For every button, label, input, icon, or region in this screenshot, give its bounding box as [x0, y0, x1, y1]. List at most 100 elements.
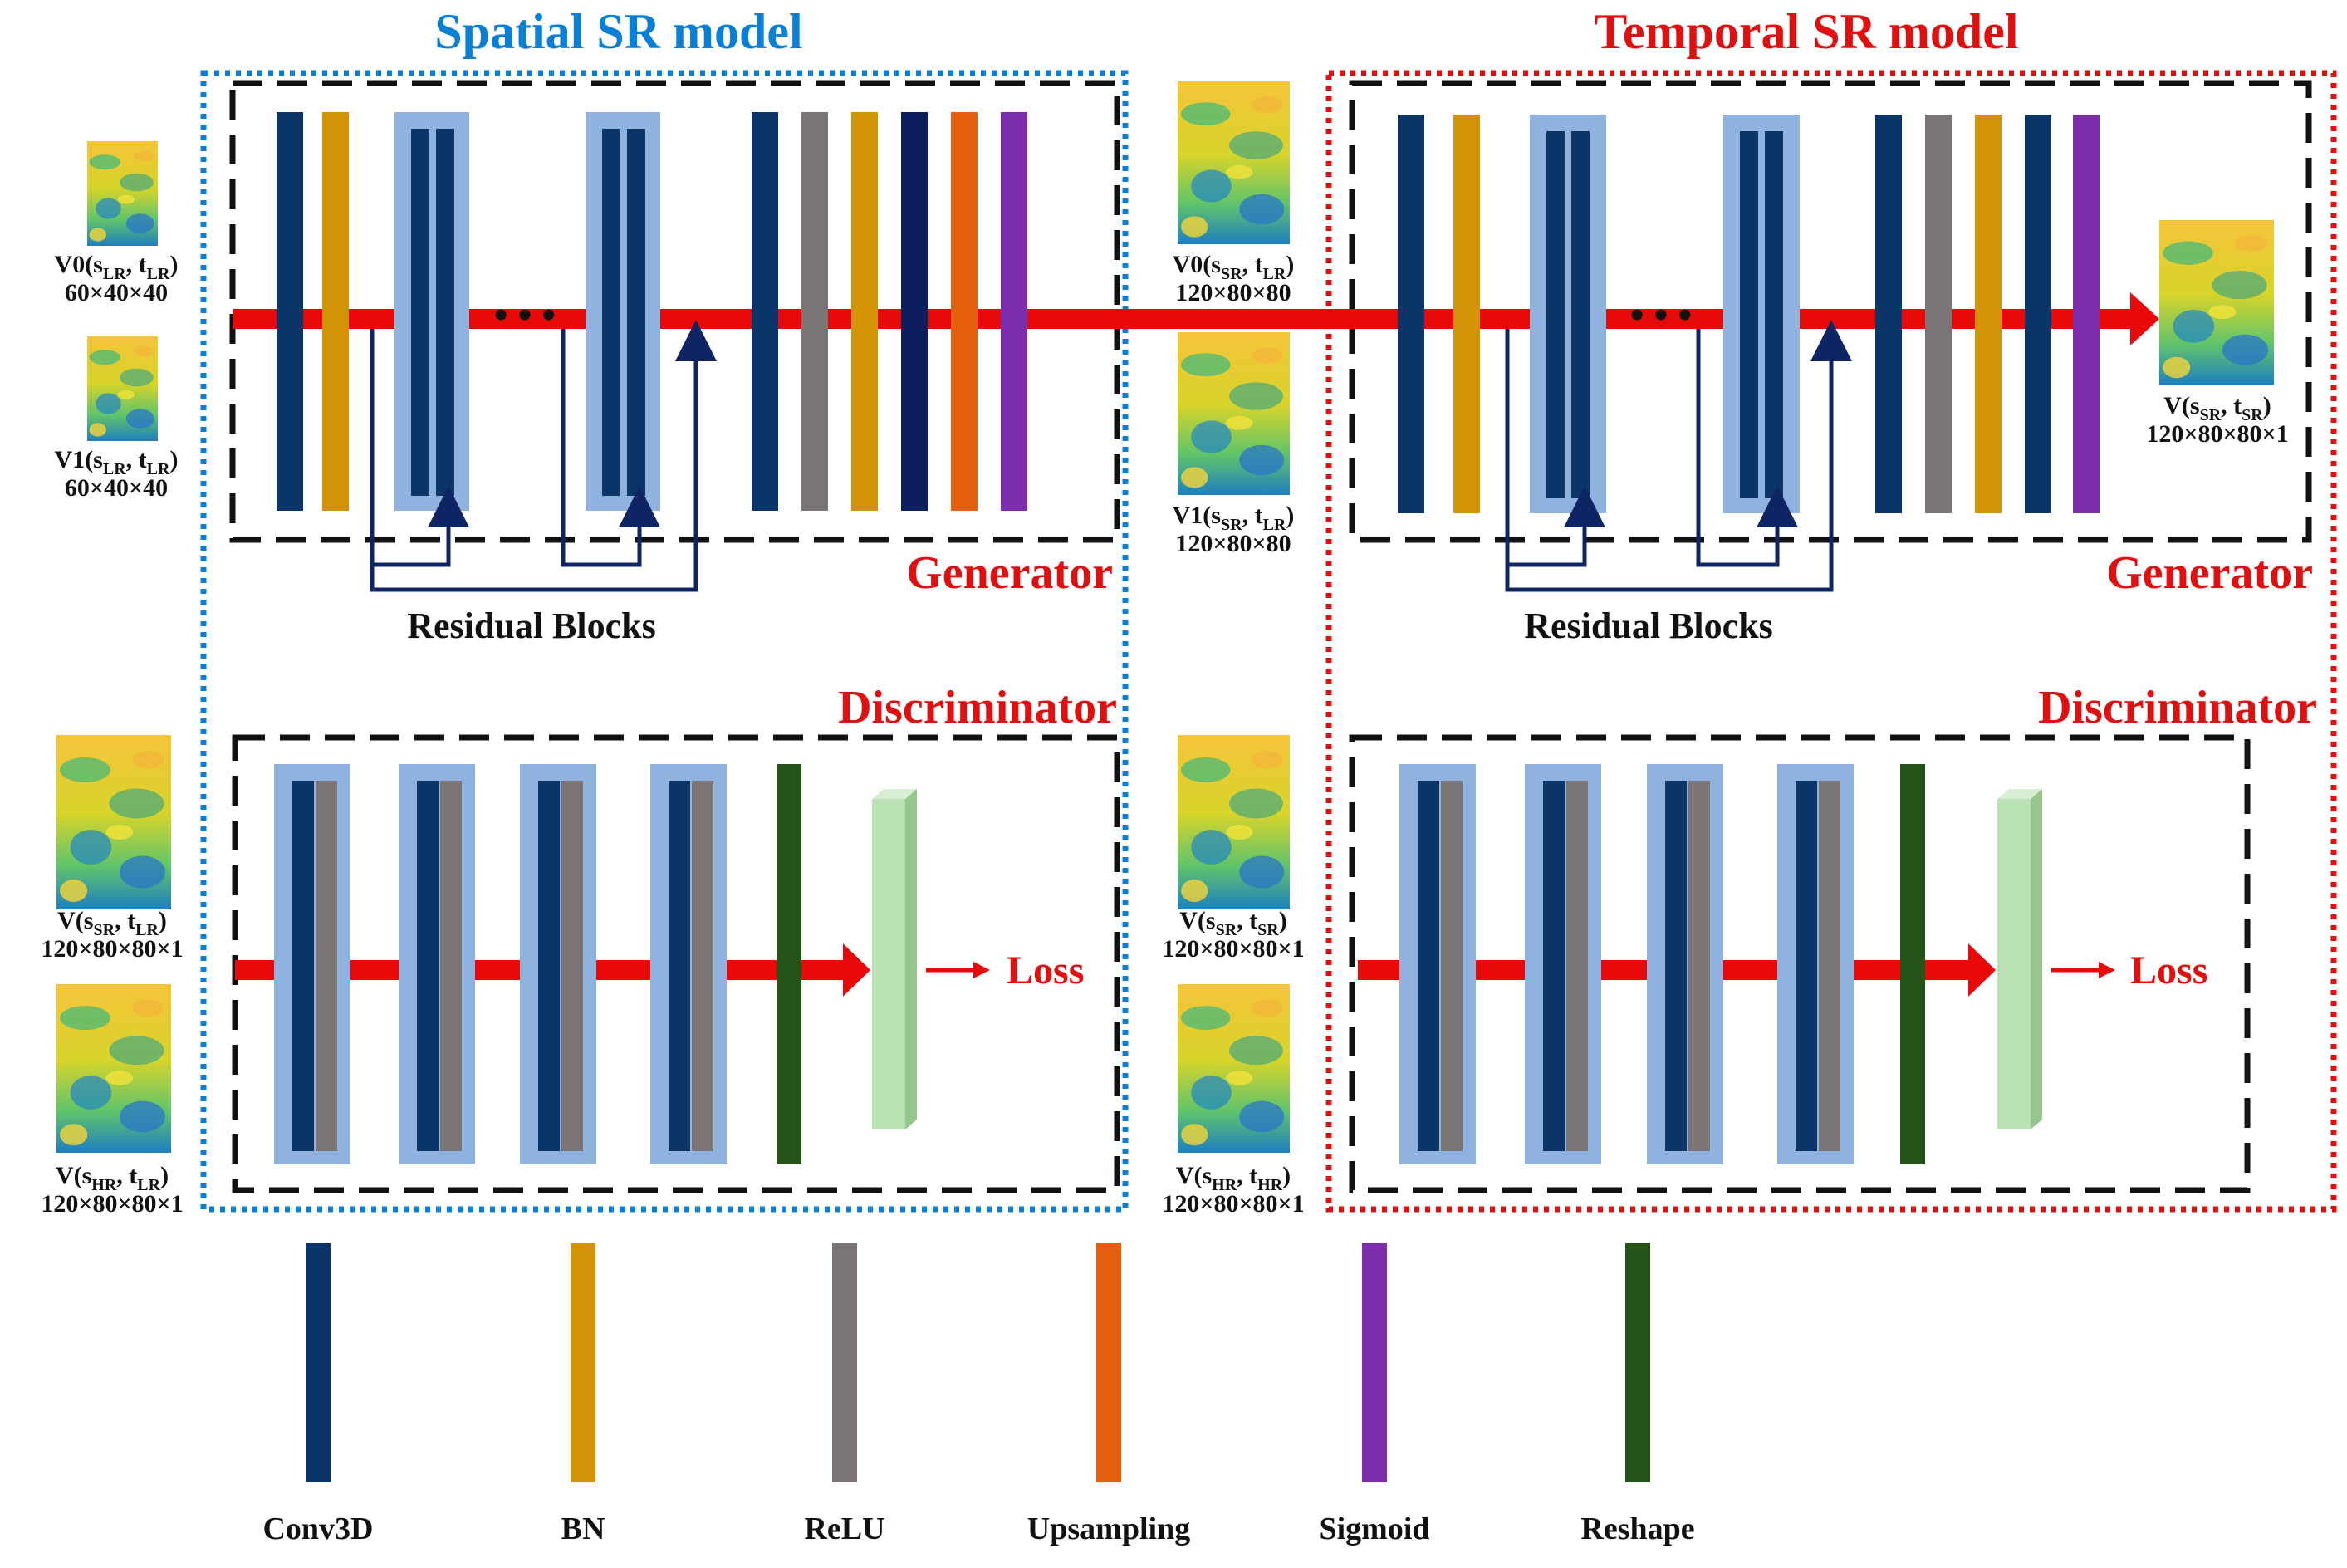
conv3d-layer	[2025, 115, 2051, 513]
dense-top	[1997, 789, 2042, 799]
spatial-generator-layers: • • •	[277, 112, 1027, 511]
conv3d-layer	[752, 112, 778, 511]
legend-label-upsampling: Upsampling	[1027, 1512, 1190, 1546]
field-thumbnail-disc-hr	[56, 984, 171, 1153]
temporal-sr-title: Temporal SR model	[1594, 4, 2018, 59]
dense-side	[2031, 789, 2042, 1129]
conv3d-layer	[1571, 131, 1590, 498]
conv3d-layer	[417, 781, 439, 1151]
conv3d-layer	[1398, 115, 1424, 513]
tdisc-input-label-sr: V(sSR, tSR)	[1179, 907, 1287, 939]
residual-block	[586, 112, 660, 511]
conv3d-layer	[292, 781, 314, 1151]
field-thumbnail-v1-sr	[1178, 332, 1290, 495]
disc-input-label-sr: V(sSR, tLR)	[57, 907, 167, 939]
disc-input-dims-sr: 120×80×80×1	[41, 935, 183, 963]
dense-top	[872, 789, 917, 799]
legend-swatch-relu	[832, 1243, 857, 1482]
input-dims-v1-lr: 60×40×40	[65, 474, 168, 502]
conv3d-layer	[1543, 781, 1565, 1151]
field-thumbnail-disc-sr	[56, 735, 171, 909]
ellipsis: • • •	[1630, 293, 1692, 337]
temporal-discriminator-layers	[1399, 764, 2042, 1164]
legend-label-sigmoid: Sigmoid	[1319, 1512, 1429, 1546]
bn-layer	[1975, 115, 2002, 513]
temporal-residual-blocks-label: Residual Blocks	[1524, 605, 1773, 646]
reshape-layer	[1900, 764, 1925, 1164]
loss-label: Loss	[1007, 948, 1084, 992]
output-label: V(sSR, tSR)	[2163, 392, 2271, 424]
conv3d-layer	[1546, 131, 1565, 498]
temporal-loss: Loss	[2051, 948, 2207, 992]
relu-layer	[1441, 781, 1463, 1151]
relu-layer	[561, 781, 583, 1151]
field-thumbnail-v0-lr	[87, 141, 158, 246]
legend-label-relu: ReLU	[804, 1512, 884, 1546]
relu-layer	[316, 781, 337, 1151]
conv3d-layer	[538, 781, 560, 1151]
legend-swatch-conv3d	[306, 1243, 331, 1482]
legend: Conv3D BN ReLU Upsampling Sigmoid Reshap…	[262, 1243, 1695, 1546]
dense-layer	[872, 799, 905, 1129]
tdisc-input-dims-sr: 120×80×80×1	[1162, 935, 1304, 963]
conv3d-layer	[1740, 131, 1758, 498]
legend-swatch-bn	[571, 1243, 595, 1482]
residual-block	[1723, 115, 1800, 513]
conv3d-layer	[669, 781, 690, 1151]
relu-layer	[440, 781, 462, 1151]
output-dims: 120×80×80×1	[2146, 420, 2288, 448]
spatial-generator-label: Generator	[906, 547, 1113, 599]
legend-label-bn: BN	[561, 1512, 605, 1546]
disc-input-dims-hr: 120×80×80×1	[41, 1190, 183, 1218]
field-thumbnail-v1-lr	[87, 336, 158, 441]
spatial-discriminator-layers	[274, 764, 917, 1164]
field-thumbnail-tdisc-hr	[1178, 984, 1290, 1153]
field-thumbnail-output	[2159, 220, 2274, 385]
conv3d-layer	[1418, 781, 1439, 1151]
spatial-residual-blocks-label: Residual Blocks	[407, 605, 656, 646]
legend-swatch-sigmoid	[1362, 1243, 1387, 1482]
conv3d-layer	[901, 112, 928, 511]
temporal-discriminator-box	[1349, 734, 2251, 1193]
spatial-loss: Loss	[926, 948, 1084, 992]
input-dims-v0-lr: 60×40×40	[65, 279, 168, 306]
relu-layer	[1819, 781, 1840, 1151]
tdisc-input-dims-hr: 120×80×80×1	[1162, 1190, 1304, 1218]
disc-input-label-hr: V(sHR, tLR)	[56, 1162, 169, 1194]
sigmoid-layer	[1001, 112, 1027, 511]
legend-label-conv3d: Conv3D	[262, 1512, 373, 1546]
input-dims-v1-sr: 120×80×80	[1175, 530, 1291, 557]
conv3d-layer	[1765, 131, 1783, 498]
legend-label-reshape: Reshape	[1580, 1512, 1694, 1546]
conv3d-layer	[436, 129, 454, 496]
relu-layer	[801, 112, 828, 511]
bn-layer	[851, 112, 878, 511]
sigmoid-layer	[2073, 115, 2100, 513]
tdisc-input-label-hr: V(sHR, tHR)	[1176, 1162, 1291, 1194]
residual-block	[1530, 115, 1606, 513]
input-label-v1-sr: V1(sSR, tLR)	[1173, 502, 1295, 534]
input-label-v1-lr: V1(sLR, tLR)	[55, 446, 179, 478]
bn-layer	[1453, 115, 1480, 513]
temporal-generator-layers: • • •	[1398, 115, 2100, 513]
conv3d-layer	[602, 129, 620, 496]
relu-layer	[692, 781, 713, 1151]
conv3d-layer	[1796, 781, 1817, 1151]
input-dims-v0-sr: 120×80×80	[1175, 279, 1291, 306]
relu-layer	[1925, 115, 1952, 513]
reshape-layer	[777, 764, 801, 1164]
spatial-skip-connections	[370, 320, 717, 592]
temporal-model-box	[1325, 70, 2337, 1213]
upsampling-layer	[951, 112, 978, 511]
legend-swatch-reshape	[1625, 1243, 1650, 1482]
dense-layer	[1997, 799, 2031, 1129]
conv3d-layer	[1875, 115, 1902, 513]
conv3d-layer	[277, 112, 303, 511]
field-thumbnail-tdisc-sr	[1178, 735, 1290, 909]
temporal-generator-label: Generator	[2106, 547, 2313, 599]
temporal-discriminator-label: Discriminator	[2038, 682, 2317, 733]
loss-label: Loss	[2130, 948, 2207, 992]
residual-block	[394, 112, 469, 511]
spatial-discriminator-label: Discriminator	[838, 682, 1117, 733]
